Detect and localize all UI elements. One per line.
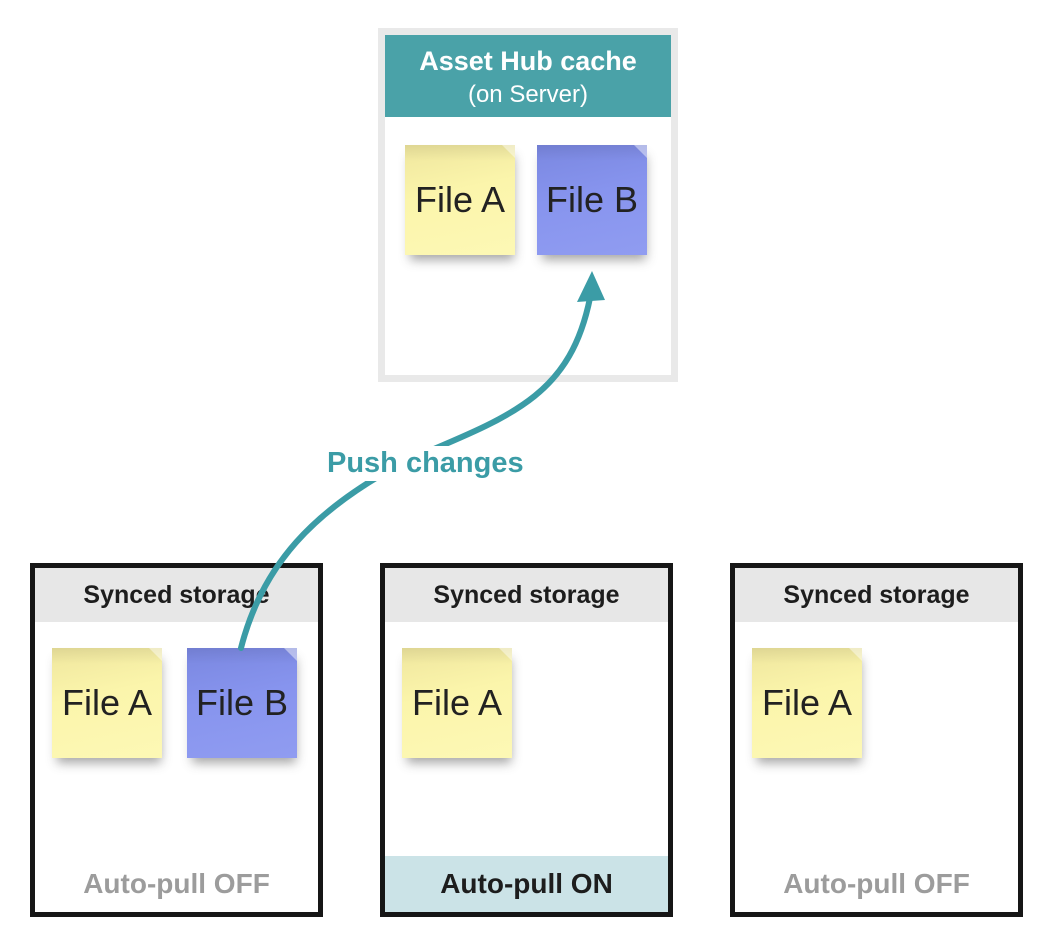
push-changes-label: Push changes bbox=[322, 446, 529, 481]
server-box-header: Asset Hub cache (on Server) bbox=[385, 35, 671, 117]
sticky-note-file-b: File B bbox=[187, 648, 297, 758]
client-box-1: Synced storage File A File B Auto-pull O… bbox=[30, 563, 323, 917]
sticky-note-file-a: File A bbox=[52, 648, 162, 758]
client-box-1-notes: File A File B bbox=[35, 622, 318, 758]
auto-pull-status: Auto-pull ON bbox=[385, 856, 668, 912]
client-box-3: Synced storage File A Auto-pull OFF bbox=[730, 563, 1023, 917]
sticky-note-file-b: File B bbox=[537, 145, 647, 255]
sticky-note-file-a: File A bbox=[752, 648, 862, 758]
client-box-3-header: Synced storage bbox=[735, 568, 1018, 622]
server-box-title: Asset Hub cache bbox=[419, 46, 637, 76]
server-box: Asset Hub cache (on Server) File A File … bbox=[378, 28, 678, 382]
client-box-2-header: Synced storage bbox=[385, 568, 668, 622]
client-box-2-notes: File A bbox=[385, 622, 668, 758]
client-box-2: Synced storage File A Auto-pull ON bbox=[380, 563, 673, 917]
client-box-3-notes: File A bbox=[735, 622, 1018, 758]
server-notes-row: File A File B bbox=[385, 117, 671, 255]
auto-pull-status: Auto-pull OFF bbox=[783, 868, 970, 899]
server-box-subtitle: (on Server) bbox=[467, 81, 589, 108]
auto-pull-status: Auto-pull OFF bbox=[83, 868, 270, 899]
client-box-1-header: Synced storage bbox=[35, 568, 318, 622]
sticky-note-file-a: File A bbox=[402, 648, 512, 758]
sticky-note-file-a: File A bbox=[405, 145, 515, 255]
